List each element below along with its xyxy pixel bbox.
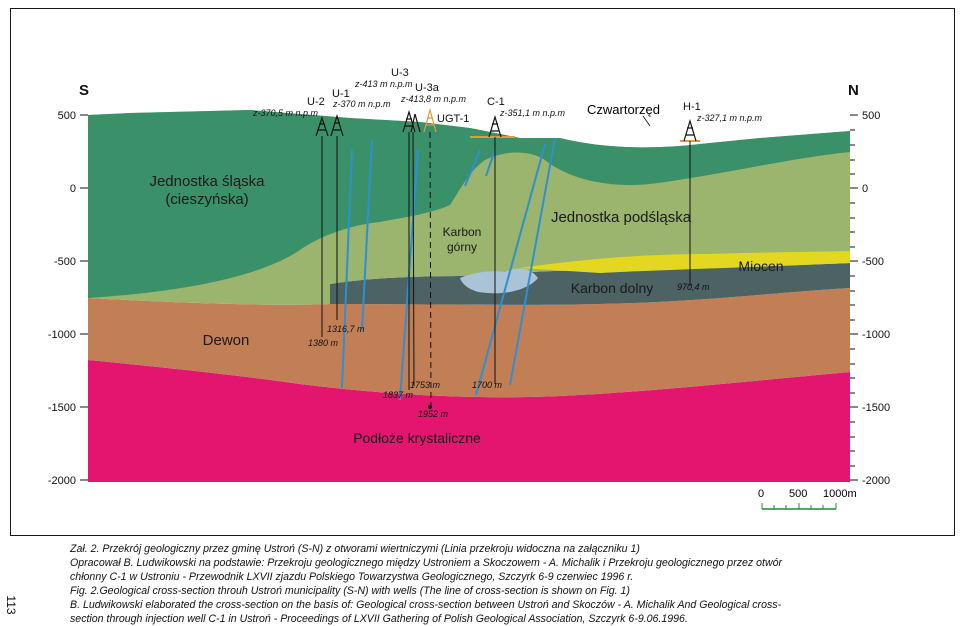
label-subsilesian-unit: Jednostka podśląska xyxy=(551,209,692,226)
direction-north: N xyxy=(848,82,859,99)
tick-label-right: -500 xyxy=(862,256,884,268)
well-elev-h1: z-327,1 m n.p.m xyxy=(696,113,763,123)
quaternary-strip xyxy=(470,136,515,138)
lower-carboniferous-layer xyxy=(330,263,850,305)
derrick-icon xyxy=(315,116,329,137)
cross-section-diagram: S N 500 0 -500 -1000 -1500 -2000 500 0 -… xyxy=(48,67,890,510)
scale-label: 500 xyxy=(789,488,807,500)
well-name-h1: H-1 xyxy=(683,101,701,113)
fault-line xyxy=(361,139,373,331)
borehole-bottom-marker xyxy=(428,405,432,409)
fault-line xyxy=(509,137,556,386)
tick-label-left: -1500 xyxy=(48,402,76,414)
derrick-icon xyxy=(683,118,697,142)
direction-south: S xyxy=(79,82,89,99)
tick-label-right: 500 xyxy=(862,110,880,122)
quaternary-leader xyxy=(642,115,651,127)
tick-label-right: -1500 xyxy=(862,402,890,414)
well-name-c1: C-1 xyxy=(487,96,505,108)
figure-frame xyxy=(10,8,955,536)
depth-label: 1380 m xyxy=(308,338,339,348)
caption-line: Zał. 2. Przekrój geologiczny przez gminę… xyxy=(70,543,640,555)
tick-label-left: 500 xyxy=(58,110,76,122)
fault-line xyxy=(341,149,353,389)
borehole-ugt1 xyxy=(429,131,432,409)
borehole-u3a xyxy=(412,131,415,387)
label-silesian-unit: Jednostka śląska xyxy=(149,173,265,190)
miocene-layer xyxy=(520,251,850,273)
label-silesian-unit-sub: (cieszyńska) xyxy=(165,191,248,208)
well-name-u3: U-3 xyxy=(391,67,409,79)
devonian-layer xyxy=(88,288,850,398)
label-upper-carboniferous-sub: górny xyxy=(447,240,477,254)
silesian-unit-layer xyxy=(88,110,850,298)
scale-label: 0 xyxy=(758,488,764,500)
fault-line xyxy=(464,149,481,187)
scale-bar: 0 500 1000m xyxy=(758,488,857,510)
tick-label-left: -2000 xyxy=(48,475,76,487)
caption-line: section through injection well C-1 in Us… xyxy=(70,613,688,625)
well-name-u2: U-2 xyxy=(307,96,325,108)
well-elev-u3a: z-413,8 m n.p.m xyxy=(400,94,467,104)
well-elev-c1: z-351,1 m n.p.m xyxy=(499,108,566,118)
tick-label-right: 0 xyxy=(862,183,868,195)
scale-label: 1000m xyxy=(823,488,857,500)
well-elev-u2: z-370,5 m n.p.m xyxy=(252,108,319,118)
crystalline-basement-layer xyxy=(88,360,850,482)
well-elev-u3: z-413 m n.p.m xyxy=(354,79,413,89)
derrick-icons xyxy=(315,107,697,142)
tick-label-left: -1000 xyxy=(48,329,76,341)
fault-line xyxy=(485,149,496,177)
label-crystalline-basement: Podłoże krystaliczne xyxy=(353,430,481,446)
upper-carboniferous-lens xyxy=(460,268,538,294)
derrick-icon xyxy=(488,114,502,138)
tick-label-left: 0 xyxy=(70,183,76,195)
depth-label: 1952 m xyxy=(418,409,449,419)
well-name-ugt1: UGT-1 xyxy=(437,113,469,125)
label-quaternary: Czwartorzęd xyxy=(587,102,660,117)
depth-label: 1700 m xyxy=(472,380,503,390)
label-devonian: Dewon xyxy=(203,332,250,349)
label-lower-carboniferous: Karbon dolny xyxy=(571,280,654,296)
depth-label: 970,4 m xyxy=(677,282,710,292)
derrick-icon xyxy=(423,107,437,133)
caption-line: Opracował B. Ludwikowski na podstawie: P… xyxy=(70,557,783,569)
tick-label-left: -500 xyxy=(54,256,76,268)
label-upper-carboniferous: Karbon xyxy=(443,225,482,239)
well-name-u3a: U-3a xyxy=(415,82,440,94)
page-number: 113 xyxy=(4,595,18,615)
tick-label-right: -1000 xyxy=(862,329,890,341)
well-elev-u1: z-370 m n.p.m xyxy=(332,99,391,109)
depth-label: 1753 m xyxy=(410,380,441,390)
derrick-icon xyxy=(330,113,344,137)
derrick-icon xyxy=(410,113,421,133)
well-name-u1: U-1 xyxy=(332,88,350,100)
caption-line: Fig. 2.Geological cross-section throuh U… xyxy=(70,585,630,597)
caption-line: B. Ludwikowski elaborated the cross-sect… xyxy=(70,599,782,611)
label-miocene: Miocen xyxy=(738,258,783,274)
depth-label: 1837 m xyxy=(383,390,414,400)
tick-label-right: -2000 xyxy=(862,475,890,487)
axis-ticks xyxy=(80,114,858,481)
boreholes xyxy=(321,131,691,409)
fault-line xyxy=(475,143,546,396)
depth-label: 1316,7 m xyxy=(327,324,365,334)
caption-line: chłonny C-1 w Ustroniu - Przewodnik LXVI… xyxy=(70,571,634,583)
